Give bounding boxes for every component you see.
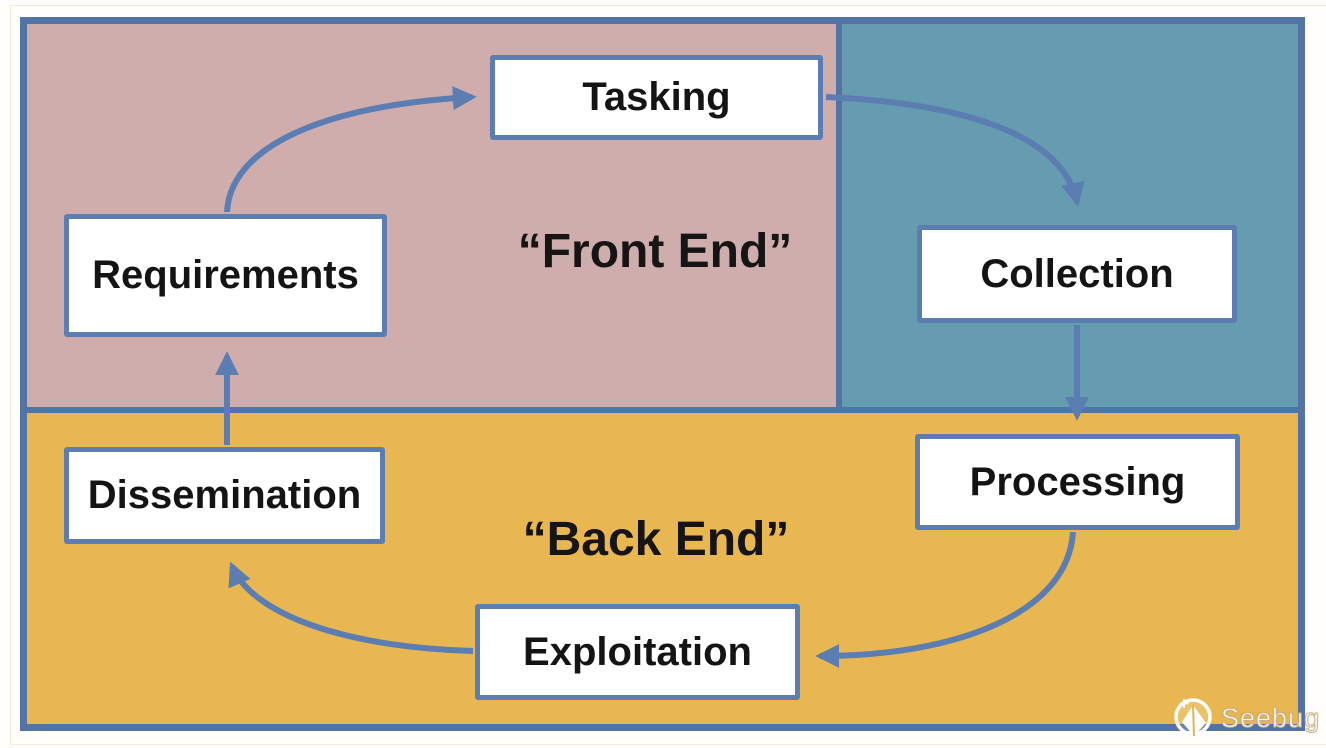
node-tasking-label: Tasking — [582, 75, 731, 119]
seebug-bug-icon — [1174, 698, 1212, 737]
node-collection-label: Collection — [980, 251, 1174, 296]
region-divider-horizontal — [27, 407, 1298, 413]
node-collection: Collection — [917, 225, 1237, 323]
watermark-brand-text: Seebug — [1220, 702, 1321, 733]
node-dissemination: Dissemination — [64, 447, 385, 544]
node-dissemination-label: Dissemination — [87, 473, 362, 517]
node-processing: Processing — [915, 434, 1240, 530]
node-requirements-label: Requirements — [92, 253, 359, 297]
back-end-label: “Back End” — [522, 513, 790, 566]
node-exploitation-label: Exploitation — [523, 629, 752, 674]
watermark: Seebug — [1170, 694, 1320, 742]
node-processing-label: Processing — [969, 459, 1186, 504]
node-tasking: Tasking — [490, 55, 823, 140]
front-end-label: “Front End” — [517, 225, 793, 278]
diagram-outer-border — [20, 17, 1305, 731]
node-exploitation: Exploitation — [475, 604, 800, 700]
collection-region — [842, 24, 1298, 407]
region-divider-vertical — [836, 24, 842, 407]
node-requirements: Requirements — [64, 214, 387, 337]
